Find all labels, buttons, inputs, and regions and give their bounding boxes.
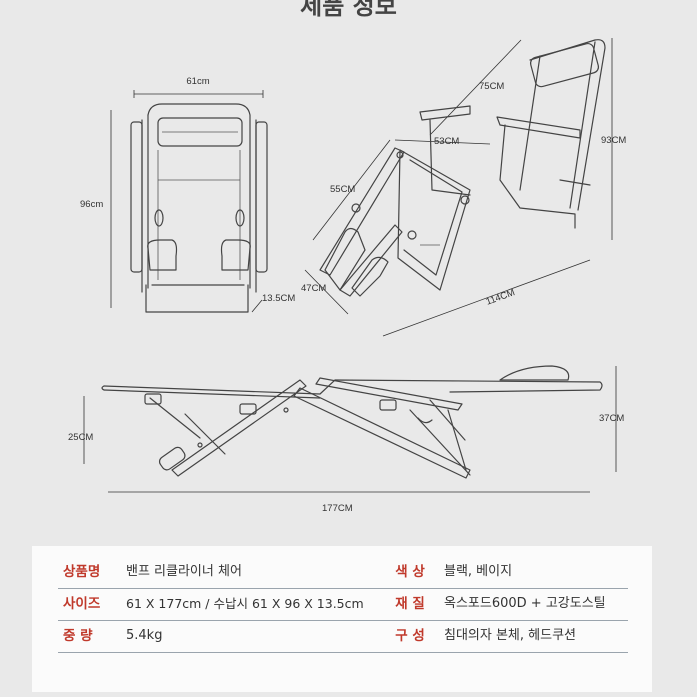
front-view-drawing: [110, 90, 268, 313]
front-height-label: 96cm: [80, 199, 103, 210]
spec-label-size: 사이즈: [63, 596, 101, 612]
page-title: 제품 정보: [300, 0, 397, 20]
spec-row-size: 사이즈 61 X 177cm / 수납시 61 X 96 X 13.5cm 재 …: [58, 588, 628, 621]
armrest-length-label: 53CM: [434, 136, 459, 147]
spec-label-product-name: 상품명: [63, 564, 101, 580]
spec-label-color: 색 상: [395, 564, 425, 580]
leg-height-label: 25CM: [68, 432, 93, 443]
spec-row-product: 상품명 밴프 리클라이너 체어 색 상 블랙, 베이지: [58, 554, 628, 589]
reclined-view-drawing: [304, 38, 613, 337]
reclined-height-label: 93CM: [601, 135, 626, 146]
reclined-length-label: 114CM: [485, 287, 517, 308]
spec-label-material: 재 질: [395, 596, 425, 612]
chair-dimension-diagram: 61cm 96cm 13.5CM 75CM: [68, 38, 626, 514]
footrest-length-label: 47CM: [301, 283, 326, 294]
spec-value-color: 블랙, 베이지: [444, 564, 513, 579]
spec-value-weight: 5.4kg: [126, 628, 163, 643]
spec-value-product-name: 밴프 리클라이너 체어: [126, 564, 242, 579]
spec-table: 상품명 밴프 리클라이너 체어 색 상 블랙, 베이지 사이즈 61 X 177…: [32, 546, 652, 692]
seat-length-label: 55CM: [330, 184, 355, 195]
spec-value-components: 침대의자 본체, 헤드쿠션: [444, 628, 576, 643]
front-width-label: 61cm: [186, 76, 209, 87]
spec-value-size: 61 X 177cm / 수납시 61 X 96 X 13.5cm: [126, 596, 364, 611]
back-height-label: 37CM: [599, 413, 624, 424]
front-depth-label: 13.5CM: [262, 293, 295, 304]
backrest-length-label: 75CM: [479, 81, 504, 92]
spec-row-weight: 중 량 5.4kg 구 성 침대의자 본체, 헤드쿠션: [58, 620, 628, 653]
side-view-drawing: [83, 365, 617, 493]
spec-value-material: 옥스포드600D + 고강도스틸: [444, 596, 606, 611]
spec-label-weight: 중 량: [63, 628, 93, 644]
total-length-label: 177CM: [322, 503, 353, 514]
spec-label-components: 구 성: [395, 628, 425, 644]
